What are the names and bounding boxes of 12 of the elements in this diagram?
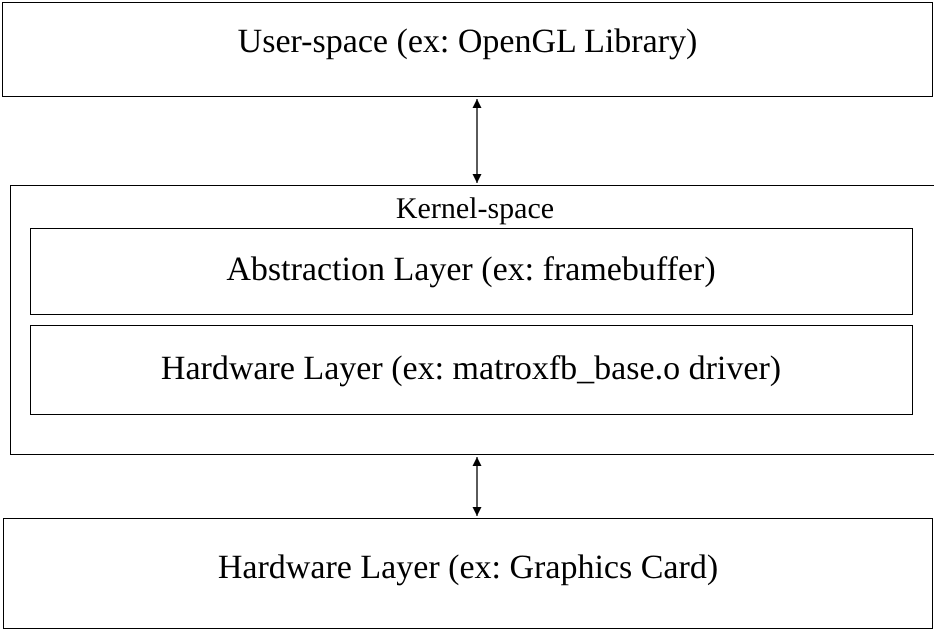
group-box: [10, 185, 934, 455]
double-arrow: [472, 457, 482, 516]
double-arrow: [472, 99, 482, 183]
layer-box: [30, 228, 912, 314]
layer-box: [3, 518, 933, 629]
layer-label: User-space (ex: OpenGL Library): [238, 23, 698, 61]
group-title: Kernel-space: [396, 192, 554, 226]
layer-label: Hardware Layer (ex: matroxfb_base.o driver): [160, 350, 782, 388]
layer-label: Abstraction Layer (ex: framebuffer): [226, 250, 716, 288]
layer-box: [2, 2, 933, 97]
layer-label: Hardware Layer (ex: Graphics Card): [218, 549, 718, 587]
layer-box: [30, 324, 912, 414]
